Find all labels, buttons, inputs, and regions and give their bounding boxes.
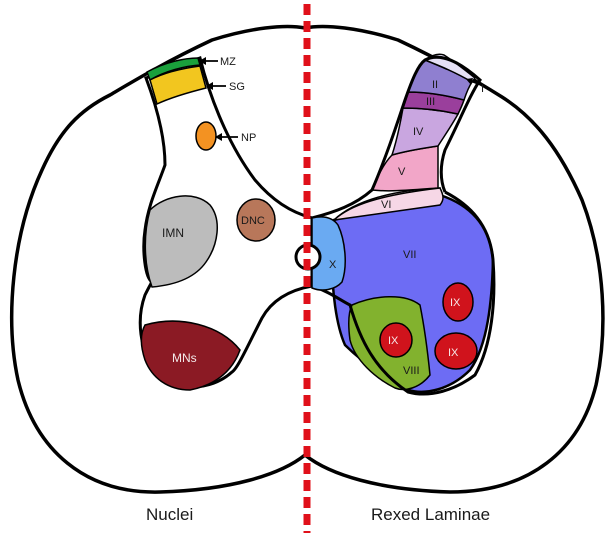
lamina-ix-left-label: IX	[388, 335, 399, 347]
np-label: NP	[241, 132, 256, 144]
np-nucleus	[196, 122, 216, 150]
lamina-vi-label: VI	[381, 199, 391, 211]
lamina-ii-label: II	[432, 79, 438, 91]
rexed-laminae-caption: Rexed Laminae	[371, 505, 490, 525]
sg-label: SG	[229, 81, 245, 93]
lamina-ix-lower-label: IX	[448, 347, 459, 359]
dnc-label: DNC	[241, 215, 265, 227]
lamina-viii-label: VIII	[403, 365, 420, 377]
lamina-iii-label: III	[426, 96, 435, 108]
mz-label: MZ	[220, 56, 236, 68]
mns-label: MNs	[172, 351, 197, 365]
lamina-ix-upper-label: IX	[450, 297, 461, 309]
lamina-x-label: X	[329, 259, 337, 271]
nuclei-caption: Nuclei	[146, 505, 193, 525]
lamina-i-label: I	[481, 83, 484, 95]
imn-label: IMN	[162, 226, 184, 240]
lamina-v-label: V	[398, 166, 406, 178]
lamina-iv-label: IV	[413, 126, 424, 138]
lamina-vii-label: VII	[403, 249, 416, 261]
